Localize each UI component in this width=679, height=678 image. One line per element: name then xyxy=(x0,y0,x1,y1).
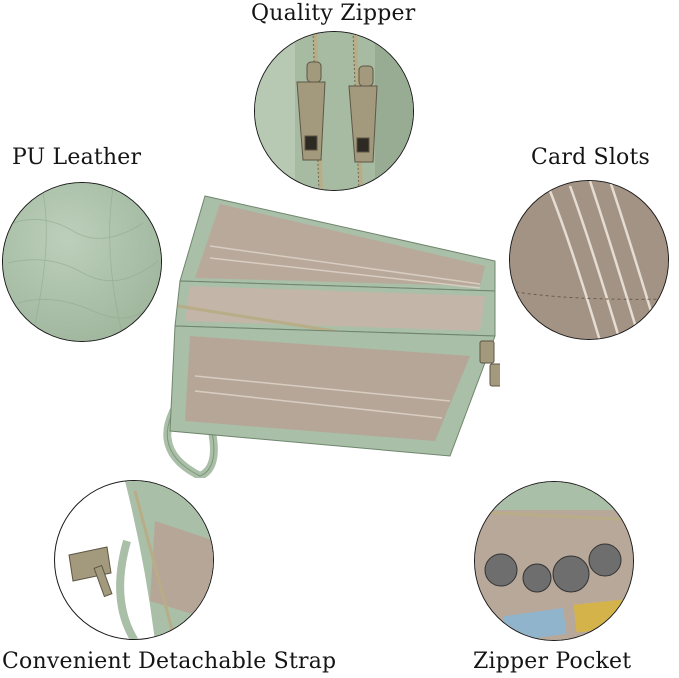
zipper-pull-right xyxy=(348,65,378,163)
wallet-main-photo xyxy=(150,186,500,478)
pu-leather-closeup xyxy=(2,182,162,342)
label-quality-zipper: Quality Zipper xyxy=(251,1,416,26)
detachable-strap-closeup xyxy=(54,480,214,640)
label-card-slots: Card Slots xyxy=(531,145,651,170)
zipper-pull-left xyxy=(296,61,326,161)
label-detachable-strap: Convenient Detachable Strap xyxy=(2,649,337,674)
label-pu-leather: PU Leather xyxy=(12,145,142,170)
zipper-pocket-closeup xyxy=(474,481,634,641)
card-slots-closeup xyxy=(509,180,669,340)
label-zipper-pocket: Zipper Pocket xyxy=(473,649,632,674)
quality-zipper-closeup xyxy=(254,31,414,191)
